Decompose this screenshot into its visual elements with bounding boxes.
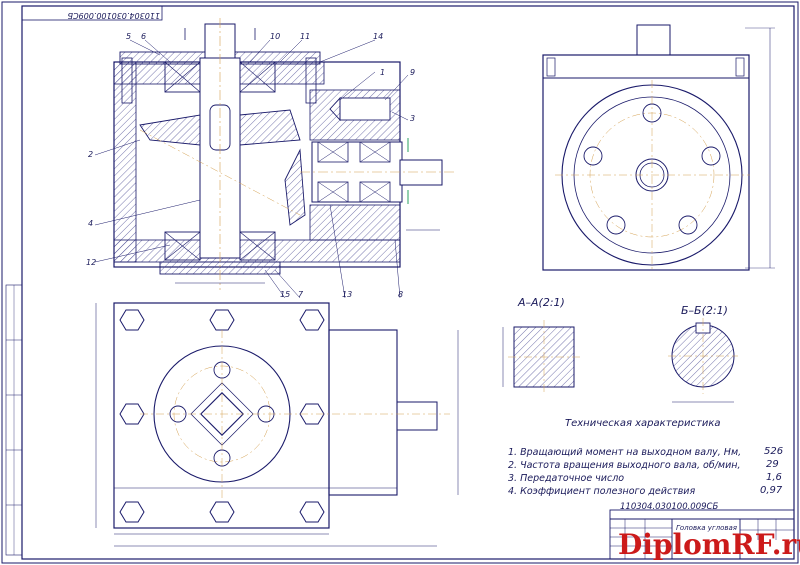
callout-number: 13 <box>342 290 353 299</box>
spec-label-2: 2. Частота вращения выходного вала, об/м… <box>508 460 741 471</box>
document-name: Головка угловая <box>676 524 738 532</box>
callout-number: 7 <box>298 290 304 299</box>
spec-value-2: 29 <box>766 459 779 470</box>
callout-leaders <box>94 39 409 299</box>
spec-label-4: 4. Коэффициент полезного действия <box>508 486 696 497</box>
spec-value-3: 1,6 <box>766 472 782 483</box>
tech-characteristics-title: Техническая характеристика <box>565 418 721 429</box>
callout-number: 5 <box>126 32 132 41</box>
drawing-frame <box>21 5 795 560</box>
callout-number: 6 <box>141 32 147 41</box>
title-block <box>609 509 795 560</box>
callout-number: 3 <box>410 114 416 123</box>
callout-number: 11 <box>300 32 311 41</box>
callout-number: 14 <box>373 32 384 41</box>
callout-number: 8 <box>398 290 404 299</box>
side-view <box>542 24 775 272</box>
callout-number: 4 <box>88 219 94 228</box>
spec-value-1: 526 <box>764 446 784 457</box>
plan-view <box>95 302 459 547</box>
callout-number: 15 <box>280 290 291 299</box>
document-code: 110304.030100.009СБ <box>620 502 719 512</box>
spec-label-1: 1. Вращающий момент на выходном валу, Нм… <box>508 447 742 458</box>
section-aa-label: А–А(2:1) <box>518 296 565 309</box>
section-bb-label: Б–Б(2:1) <box>681 304 728 317</box>
callout-number: 2 <box>88 150 94 159</box>
rotated-stamp-code: 110304.030100.009СБ <box>67 11 160 20</box>
section-bb-view <box>668 318 738 403</box>
callout-number: 10 <box>270 32 281 41</box>
spec-value-4: 0,97 <box>760 485 783 496</box>
callout-number: 12 <box>86 258 97 267</box>
section-aa-view <box>502 320 580 394</box>
watermark: DiplomRF.ru <box>618 528 800 561</box>
spec-label-3: 3. Передаточное число <box>508 473 625 484</box>
front-section-view <box>113 18 455 290</box>
callout-number: 1 <box>380 68 386 77</box>
callout-number: 9 <box>410 68 416 77</box>
